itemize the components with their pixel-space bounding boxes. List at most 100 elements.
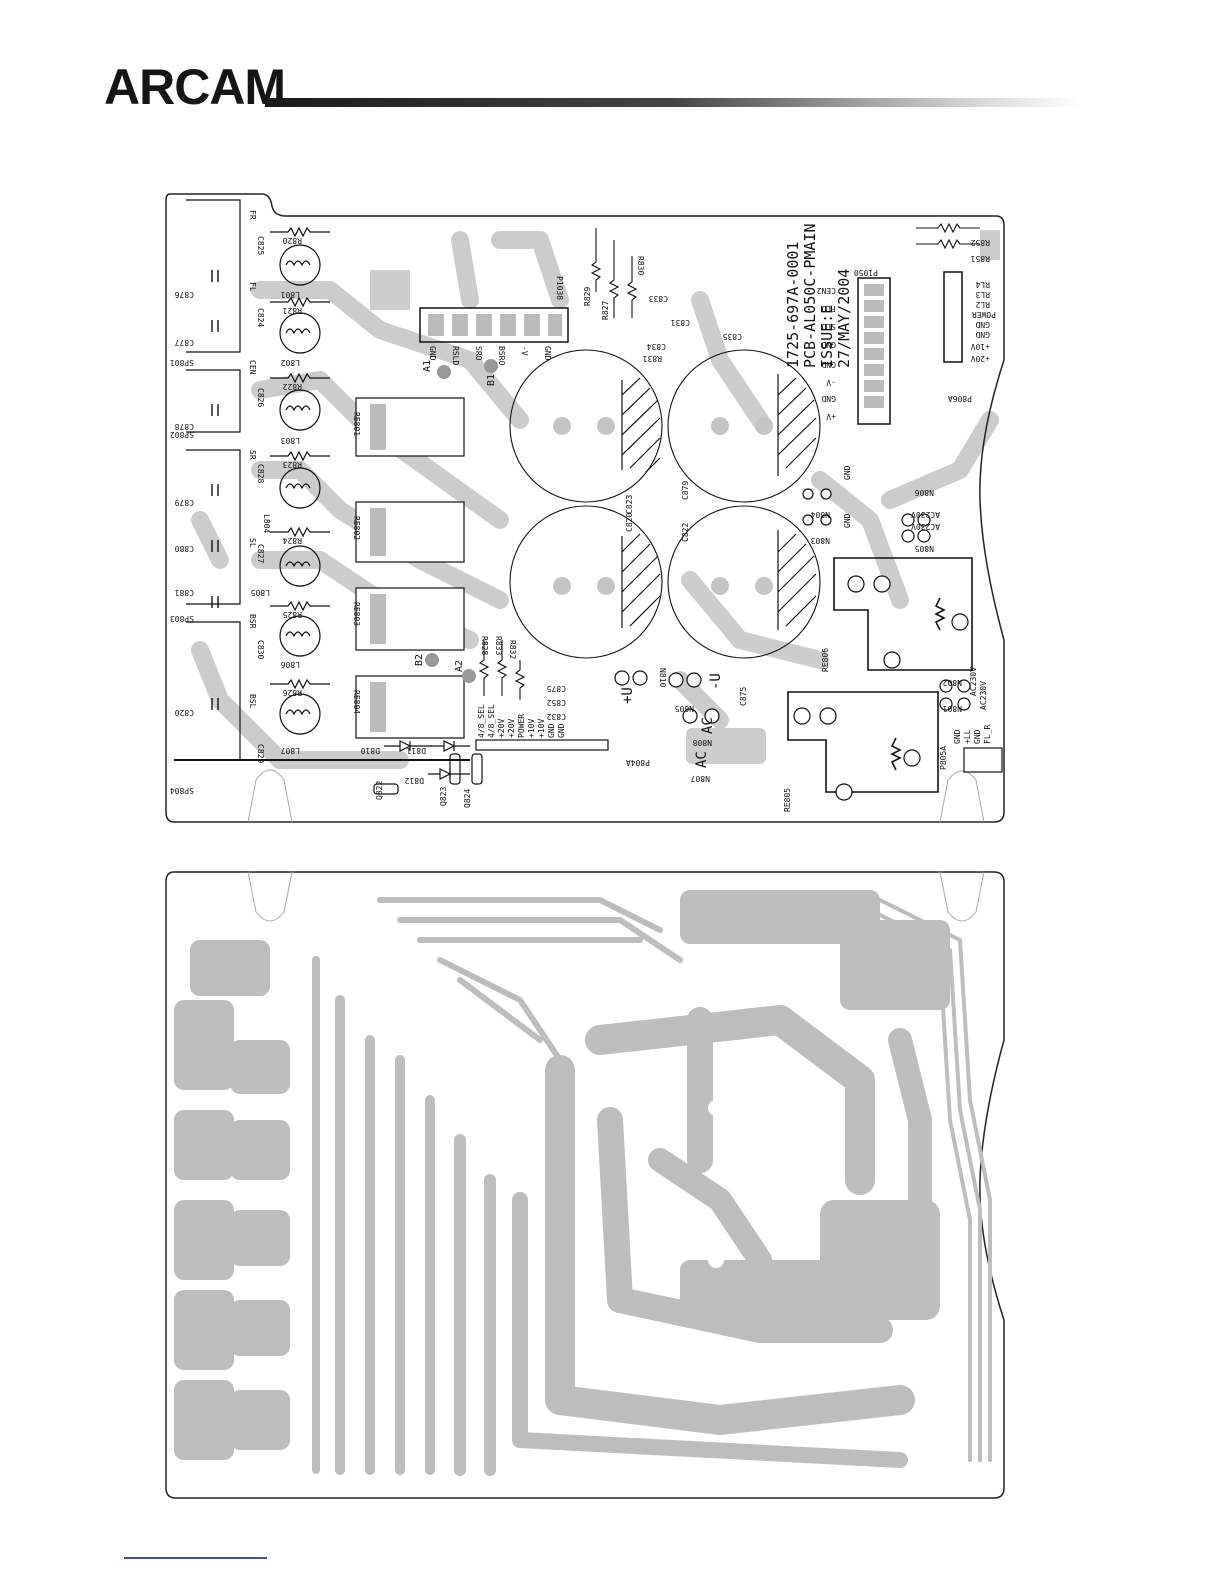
label-c829: C829 (256, 744, 265, 763)
label-c881: C820 (175, 708, 194, 717)
label-r820: R820 (283, 236, 302, 245)
label-c880: C881 (175, 588, 194, 597)
p806a-pin-6: GND (975, 330, 990, 339)
label-sl: SL (248, 538, 257, 548)
label-re804: RE804 (352, 690, 361, 714)
label-c852: C875 (739, 687, 748, 706)
label-cen: CEN (248, 360, 257, 375)
p805a-pin-4: FL_R (983, 725, 992, 744)
label-fl: FL (248, 282, 257, 292)
label-l807: L807 (281, 746, 300, 755)
p1050-pin-4: GND (821, 340, 836, 349)
label-r851: R851 (971, 254, 990, 263)
p1038-pin-6: GND (543, 346, 552, 361)
label-r831: R831 (643, 354, 662, 363)
copper-pads (174, 890, 950, 1460)
p804a-pin-6: +10V (527, 719, 536, 738)
p804a-pin-4: +20V (507, 719, 516, 738)
p1050-pin-1: CEN2 (817, 286, 836, 295)
p1038-pin-3: SRO (474, 346, 483, 361)
board-issue: ISSUE:E (818, 305, 836, 368)
mount-tab (247, 871, 293, 922)
label-q822: Q822 (375, 781, 384, 800)
pcb-solder-side (165, 871, 1005, 1499)
p806a-pin-2: RL3 (975, 290, 990, 299)
label-p1050: P1050 (854, 268, 878, 277)
label-bsl: BSL (248, 694, 257, 709)
p1050-pin-8: +V (826, 412, 836, 421)
p1050-pin-7: GND (821, 394, 836, 403)
label-c836: C852 (547, 698, 566, 707)
p1050-pin-5: GND (821, 360, 836, 369)
label-ac230v-2: AC230V (911, 522, 940, 531)
label-q824: Q824 (463, 789, 472, 808)
p1038-pin-4: BSRO (497, 346, 506, 365)
p804a-pin-1: 4/8_SEL (477, 704, 486, 738)
p1038-pin-5: -V (520, 346, 529, 356)
connector-p806a (943, 271, 963, 363)
label-c876: C877 (175, 338, 194, 347)
label-n806: N806 (915, 488, 934, 497)
label-r827: R827 (601, 301, 610, 320)
label-c828: C828 (256, 464, 265, 483)
label-r821: R821 (283, 306, 302, 315)
label-r824: R824 (283, 536, 302, 545)
header-rule (265, 98, 1080, 107)
label-n805: N805 (675, 704, 694, 713)
label-r832: R832 (508, 640, 517, 659)
label-n801: N801 (943, 704, 962, 713)
label-r823: R823 (283, 460, 302, 469)
label-n803: N803 (811, 536, 830, 545)
label-sp802: SP802 (170, 430, 194, 439)
label-c822: C822 (681, 523, 690, 542)
label-c823: C879 (681, 481, 690, 500)
label-r829: R829 (583, 287, 592, 306)
p804a-pin-2: 4/8_SEL (487, 704, 496, 738)
label-c835: C835 (723, 332, 742, 341)
label-a1: A1 (422, 360, 433, 372)
connector-p1050 (857, 277, 891, 425)
label-gnd-2: GND (843, 513, 852, 528)
label-p806a: P806A (948, 394, 972, 403)
label-l802: L802 (281, 358, 300, 367)
p805a-pin-2: +LL (963, 729, 972, 744)
label-c830: C830 (256, 640, 265, 659)
p805a-pin-3: GND (973, 729, 982, 744)
board-outline-bottom (165, 871, 1005, 1499)
label-c833: C833 (649, 294, 668, 303)
copper-traces (312, 897, 992, 1476)
label-bsr: BSR (248, 614, 257, 629)
label-c826: C826 (256, 388, 265, 407)
label-n802: N802 (943, 678, 962, 687)
label-ac-2: AC (694, 751, 710, 768)
pcb-component-side: 1725-697A-0001 PCB-AL050C-PMAIN ISSUE:E … (165, 193, 1005, 823)
label-re802: RE802 (352, 516, 361, 540)
label-l801: L801 (281, 290, 300, 299)
connector-p1038 (419, 307, 569, 343)
board-date: 27/MAY/2004 (835, 269, 853, 368)
power-relay-outlines (787, 557, 973, 793)
p804a-pin-3: +20V (497, 719, 506, 738)
p806a-pin-4: POWER (972, 310, 996, 319)
label-c834: C834 (647, 342, 666, 351)
label-c825: C825 (256, 236, 265, 255)
p805a-pin-1: GND (953, 729, 962, 744)
brand-logo: ARCAM (104, 59, 286, 115)
label-r833: R833 (494, 636, 503, 655)
board-part-number: 1725-697A-0001 (784, 242, 802, 368)
label-n804: N804 (811, 510, 830, 519)
label-n808: N808 (693, 738, 712, 747)
p806a-pin-5: GND (975, 320, 990, 329)
label-r852: R852 (971, 238, 990, 247)
label-n805b: N805 (915, 544, 934, 553)
label-n807: N807 (691, 774, 710, 783)
capacitor-polarity-hatch (621, 374, 817, 630)
label-minus-u: -U (708, 673, 724, 690)
label-a2: A2 (454, 660, 465, 672)
label-r830: R830 (636, 256, 645, 275)
label-re803: RE803 (352, 602, 361, 626)
label-q823: Q823 (439, 787, 448, 806)
label-p1038: P1038 (555, 276, 564, 300)
inductor-group (270, 226, 330, 735)
p1050-pin-3: SLD (821, 322, 836, 331)
